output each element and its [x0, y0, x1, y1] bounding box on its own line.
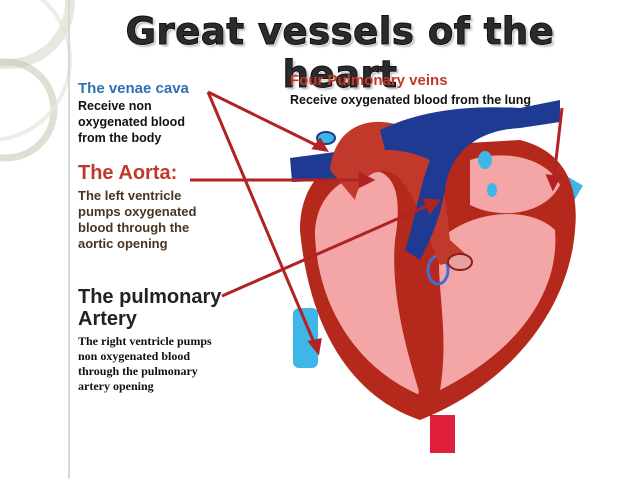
pulmonary-artery: [380, 100, 560, 260]
pulmonary-artery-heading: The pulmonary Artery: [78, 286, 221, 330]
annotation-arrows: [190, 90, 564, 356]
right-ventricle-chamber: [315, 172, 420, 395]
pulmonary-artery-line: non oxygenated blood: [78, 349, 191, 363]
left-atrium-chamber: [470, 155, 560, 214]
septum: [403, 248, 434, 401]
venae-cava-line: Receive non: [78, 99, 152, 113]
aorta-line: pumps oxygenated: [78, 204, 197, 219]
venae-cava-heading: The venae cava: [78, 80, 189, 97]
pulmonary-artery-line: The right ventricle pumps: [78, 334, 212, 348]
arrowhead: [422, 198, 441, 216]
descending-vessel-red: [430, 415, 455, 453]
arrowhead: [358, 171, 376, 189]
aortic-opening: [447, 253, 473, 271]
pulmonary-veins-heading: Four Pulmonary veins: [290, 72, 448, 89]
arrow-pulmonary-veins: [551, 107, 564, 187]
venae-cava-description: Receive non oxygenated blood from the bo…: [78, 98, 185, 146]
aorta-line: aortic opening: [78, 236, 168, 251]
aorta-line: The left ventricle: [78, 188, 182, 203]
left-border-line: [68, 0, 70, 479]
left-vessel-light-blue: [293, 308, 318, 368]
valve-dot: [478, 151, 492, 169]
arrowhead: [545, 174, 562, 192]
aorta-description: The left ventricle pumps oxygenated bloo…: [78, 188, 196, 252]
arrow-venae-cava-upper: [207, 90, 327, 152]
pulmonary-artery-heading-line: The pulmonary: [78, 286, 222, 308]
pulmonary-artery-line: artery opening: [78, 379, 154, 393]
arrowhead: [311, 137, 329, 153]
aorta-line: blood through the: [78, 220, 190, 235]
pulmonary-artery-heading-line: Artery: [78, 308, 137, 330]
venae-cava-line: from the body: [78, 131, 162, 145]
aorta-heading: The Aorta:: [78, 162, 178, 184]
page-title: Great vessels of the heart: [125, 10, 555, 97]
arrowhead: [307, 338, 322, 356]
pulmonary-veins-description: Receive oxygenated blood from the lung: [290, 93, 532, 107]
arrow-venae-cava-lower: [206, 91, 320, 353]
valve-dot: [487, 183, 497, 197]
pulmonary-artery-description: The right ventricle pumps non oxygenated…: [78, 334, 212, 394]
pulmonary-artery-line: through the pulmonary: [78, 364, 198, 378]
arrow-pulmonary-artery: [221, 200, 437, 298]
venae-cava-line: oxygenated blood: [78, 115, 185, 129]
